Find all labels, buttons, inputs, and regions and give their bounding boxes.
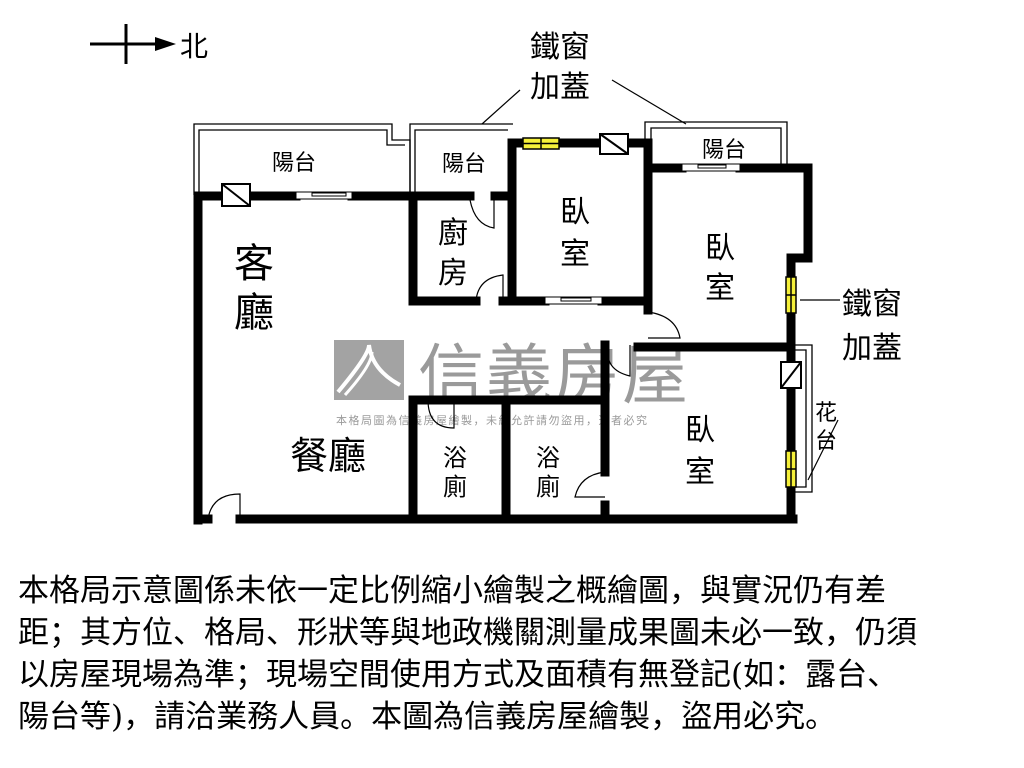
disclaimer-line: 本格局示意圖係未依一定比例縮小繪製之概繪圖，與實況仍有差 <box>18 573 886 609</box>
room-bathroom-1-b: 廁 <box>443 473 467 501</box>
disclaimer-line: 距；其方位、格局、形狀等與地政機關測量成果圖未必一致，仍須 <box>18 615 917 651</box>
leader-lines <box>481 79 840 481</box>
room-planter-a: 花 <box>815 401 837 426</box>
iron-window-label-top-1: 鐵窗 <box>530 30 590 65</box>
room-kitchen-2: 房 <box>438 256 468 291</box>
room-bathroom-2-b: 廁 <box>536 473 560 501</box>
room-balcony-bedroom: 陽台 <box>702 138 746 163</box>
room-bedroom-2-b: 室 <box>705 271 735 306</box>
iron-window-label-top-2: 加蓋 <box>530 70 590 105</box>
disclaimer: 本格局示意圖係未依一定比例縮小繪製之概繪圖，與實況仍有差 距；其方位、格局、形狀… <box>18 570 917 738</box>
compass-label: 北 <box>180 30 208 63</box>
room-bedroom-2-a: 臥 <box>705 231 735 266</box>
room-living-2: 廳 <box>234 290 274 336</box>
north-arrow-icon <box>90 24 176 64</box>
balcony-outlines <box>193 121 813 493</box>
sliding-doors <box>295 163 741 305</box>
room-kitchen-1: 廚 <box>438 216 468 251</box>
window-boxes <box>221 133 802 389</box>
iron-window-label-right-2: 加蓋 <box>842 331 902 366</box>
room-planter-b: 台 <box>815 429 837 454</box>
room-bedroom-1-a: 臥 <box>560 195 590 230</box>
room-living-1: 客 <box>234 241 274 287</box>
room-bathroom-1-a: 浴 <box>443 444 467 472</box>
room-balcony-kitchen: 陽台 <box>442 152 486 177</box>
room-bedroom-1-b: 室 <box>560 237 590 272</box>
swing-doors <box>207 196 681 520</box>
room-bedroom-3-b: 室 <box>685 455 715 490</box>
room-dining: 餐廳 <box>290 434 366 478</box>
iron-window-label-right-1: 鐵窗 <box>842 287 902 322</box>
room-bedroom-3-a: 臥 <box>685 413 715 448</box>
room-balcony-living: 陽台 <box>272 151 316 176</box>
disclaimer-line: 陽台等)，請洽業務人員。本圖為信義房屋繪製，盜用必究。 <box>18 699 837 735</box>
room-bathroom-2-a: 浴 <box>536 444 560 472</box>
disclaimer-line: 以房屋現場為準；現場空間使用方式及面積有無登記(如：露台、 <box>18 657 899 693</box>
iron-window-markers <box>522 137 797 488</box>
watermark-logo-icon <box>334 340 404 400</box>
